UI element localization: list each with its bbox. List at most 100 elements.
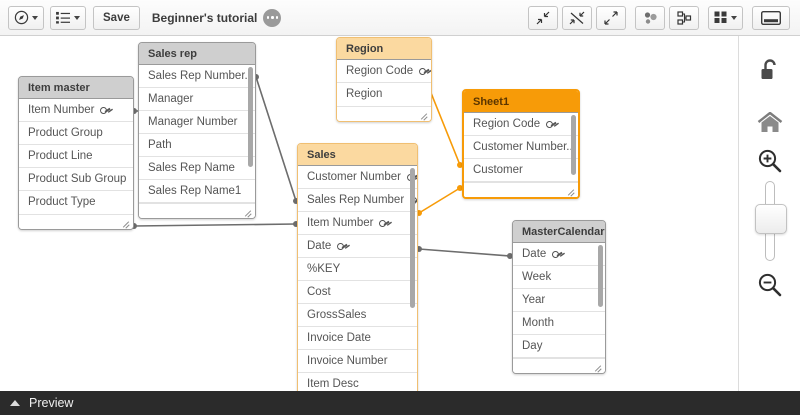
field-row[interactable]: Customer Number xyxy=(298,166,417,189)
table-footer xyxy=(337,106,431,121)
field-label: Item Desc xyxy=(307,377,359,390)
sheet-list-button[interactable] xyxy=(50,5,86,30)
home-icon[interactable] xyxy=(757,112,783,134)
collapse-all-button[interactable] xyxy=(528,5,558,30)
table-title: Region xyxy=(337,38,431,60)
vertical-scrollbar[interactable] xyxy=(248,67,253,167)
resize-handle[interactable] xyxy=(122,219,130,229)
field-row[interactable]: Customer Number... xyxy=(464,136,578,159)
vertical-scrollbar[interactable] xyxy=(410,168,415,308)
table-footer xyxy=(19,214,133,229)
field-row[interactable]: Invoice Date xyxy=(298,327,417,350)
field-label: %KEY xyxy=(307,262,341,275)
field-row[interactable]: Product Group xyxy=(19,122,133,145)
unlock-icon[interactable] xyxy=(759,58,781,84)
zoom-slider[interactable] xyxy=(754,181,787,261)
field-label: Sales Rep Number... xyxy=(148,69,255,82)
field-label: Cost xyxy=(307,285,331,298)
key-icon xyxy=(337,242,348,251)
field-row[interactable]: Invoice Number xyxy=(298,350,417,373)
grid-view-button[interactable] xyxy=(708,5,743,30)
link-item-master-to-sales[interactable] xyxy=(133,223,297,227)
bubble-layout-button[interactable] xyxy=(635,5,665,30)
field-row[interactable]: Sales Rep Name1 xyxy=(139,180,255,203)
zoom-in-icon[interactable] xyxy=(757,148,783,174)
field-row[interactable]: Manager Number xyxy=(139,111,255,134)
resize-handle[interactable] xyxy=(244,208,252,218)
field-row[interactable]: Sales Rep Number xyxy=(298,189,417,212)
resize-handle[interactable] xyxy=(567,187,575,197)
zoom-out-icon[interactable] xyxy=(757,272,783,298)
field-row[interactable]: Region Code xyxy=(464,113,578,136)
field-row[interactable]: Path xyxy=(139,134,255,157)
save-button[interactable]: Save xyxy=(93,5,140,30)
chevron-down-icon xyxy=(731,15,737,20)
table-footer xyxy=(513,358,605,373)
preview-toggle-button[interactable] xyxy=(752,5,790,30)
tree-layout-button[interactable] xyxy=(669,5,699,30)
field-row[interactable]: Customer xyxy=(464,159,578,182)
link-sales-to-mastercalendar[interactable] xyxy=(418,248,511,257)
field-row[interactable]: Product Type xyxy=(19,191,133,214)
field-row[interactable]: Product Sub Group xyxy=(19,168,133,191)
vertical-scrollbar[interactable] xyxy=(598,245,603,307)
field-label: Region Code xyxy=(473,117,541,130)
field-row[interactable]: Date xyxy=(513,243,605,266)
vertical-scrollbar[interactable] xyxy=(571,115,576,175)
field-label: Sales Rep Name1 xyxy=(148,184,242,197)
field-row[interactable]: Item Number xyxy=(298,212,417,235)
more-dots-icon[interactable] xyxy=(263,8,282,27)
list-icon xyxy=(56,11,70,24)
field-label: Product Line xyxy=(28,149,93,162)
field-row[interactable]: Item Desc xyxy=(298,373,417,391)
link-sheet1-to-sales[interactable] xyxy=(418,187,461,214)
field-row[interactable]: Item Number xyxy=(19,99,133,122)
arrows-diagonal-icon xyxy=(569,11,585,24)
field-label: Item Number xyxy=(307,216,374,229)
field-row[interactable]: Month xyxy=(513,312,605,335)
field-row[interactable]: Day xyxy=(513,335,605,358)
chevron-down-icon xyxy=(74,15,80,20)
preview-bar[interactable]: Preview xyxy=(0,391,800,415)
field-row[interactable]: Week xyxy=(513,266,605,289)
field-row[interactable]: Manager xyxy=(139,88,255,111)
resize-handle[interactable] xyxy=(420,111,428,121)
field-row[interactable]: Cost xyxy=(298,281,417,304)
navigation-menu-button[interactable] xyxy=(8,5,44,30)
field-row[interactable]: Date xyxy=(298,235,417,258)
resize-handle[interactable] xyxy=(594,363,602,373)
field-label: Date xyxy=(307,239,332,252)
field-label: Item Number xyxy=(28,103,95,116)
field-row[interactable]: Product Line xyxy=(19,145,133,168)
link-endpoint xyxy=(457,162,463,168)
field-row[interactable]: Region xyxy=(337,83,431,106)
table-title: Sales xyxy=(298,144,417,166)
key-icon xyxy=(419,67,430,76)
field-label: Month xyxy=(522,316,554,329)
link-sales-rep-to-sales[interactable] xyxy=(255,76,297,202)
field-row[interactable]: Sales Rep Number... xyxy=(139,65,255,88)
field-label: Product Type xyxy=(28,196,96,208)
field-row[interactable]: %KEY xyxy=(298,258,417,281)
field-row[interactable]: Sales Rep Name xyxy=(139,157,255,180)
field-row[interactable]: Region Code xyxy=(337,60,431,83)
zoom-slider-handle[interactable] xyxy=(754,204,787,234)
field-label: Sales Rep Name xyxy=(148,161,235,174)
chevron-up-icon[interactable] xyxy=(10,400,20,406)
field-label: Manager Number xyxy=(148,115,238,128)
field-row[interactable]: Year xyxy=(513,289,605,312)
link-endpoint xyxy=(507,253,513,259)
expand-all-button[interactable] xyxy=(596,5,626,30)
field-row[interactable]: GrossSales xyxy=(298,304,417,327)
collapse-partial-button[interactable] xyxy=(562,5,592,30)
table-footer xyxy=(139,203,255,218)
